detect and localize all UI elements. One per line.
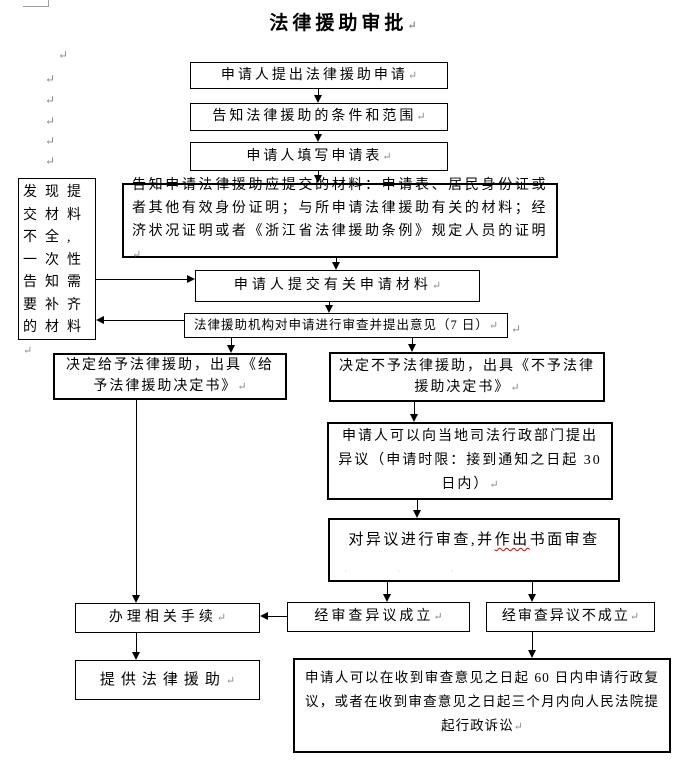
arrowhead xyxy=(413,510,421,518)
arrowhead xyxy=(132,652,140,660)
arrow-grant-to-procedures xyxy=(136,400,137,597)
paragraph-mark: ↵ xyxy=(513,721,523,733)
arrowhead xyxy=(325,305,333,313)
arrow-valid-to-procedures xyxy=(268,616,287,617)
arrowhead xyxy=(332,262,340,270)
paragraph-mark: ↵ xyxy=(237,381,247,393)
flow-box-submit-materials: 申请人提交有关申请材料↵ xyxy=(195,270,480,302)
paragraph-mark: ↵ xyxy=(45,72,56,86)
arrowhead xyxy=(314,134,322,142)
flow-box-materials-notice: 告知申请法律援助应提交的材料：申请表、居民身份证或者其他有效身份证明；与所申请法… xyxy=(122,178,558,261)
faint-second-line: · · · xyxy=(344,566,478,576)
flow-box-review-opinion: 法律援助机构对申请进行审查并提出意见（7 日）↵ xyxy=(184,313,508,338)
arrow-review-to-grant xyxy=(231,338,232,347)
paragraph-mark: ↵ xyxy=(488,320,499,332)
arrowhead xyxy=(528,650,536,658)
flow-box-handle-procedures: 办理相关手续↵ xyxy=(75,603,260,633)
paragraph-mark: ↵ xyxy=(629,611,640,623)
margin-corner-mark xyxy=(23,6,49,7)
arrow-incomplete-to-submit xyxy=(96,279,188,280)
paragraph-mark: ↵ xyxy=(489,479,499,491)
paragraph-mark: ↵ xyxy=(45,114,56,128)
paragraph-mark: ↵ xyxy=(407,69,418,82)
arrow-review-to-deny xyxy=(412,338,413,346)
arrowhead xyxy=(260,612,268,620)
flow-box-apply: 申请人提出法律援助申请↵ xyxy=(190,62,448,89)
arrow-inform-to-fillform xyxy=(318,131,319,136)
flow-box-incomplete-notice: 发现提交材料不全,一次性告知需要补齐的材料↵ xyxy=(18,178,96,357)
flow-box-objection-invalid: 经审查异议不成立↵ xyxy=(486,602,655,632)
paragraph-mark: ↵ xyxy=(416,111,426,123)
arrow-submit-to-review xyxy=(329,302,330,307)
flow-box-fill-form: 申请人填写申请表↵ xyxy=(190,142,448,171)
arrow-review-to-invalid xyxy=(532,582,533,596)
flow-box-objection: 申请人可以向当地司法行政部门提出异议（申请时限：接到通知之日起 30 日内）↵ xyxy=(327,422,613,500)
arrow-deny-to-objection xyxy=(414,402,415,416)
arrow-review-to-valid xyxy=(387,582,388,596)
arrowhead xyxy=(528,594,536,602)
flow-box-objection-valid: 经审查异议成立↵ xyxy=(287,602,470,632)
paragraph-mark: ↵ xyxy=(510,381,520,394)
paragraph-mark: ↵ xyxy=(216,612,227,624)
paragraph-mark: ↵ xyxy=(23,344,33,357)
arrowhead xyxy=(314,175,322,183)
flow-box-grant-aid: 决定给予法律援助，出具《给予法律援助决定书》↵ xyxy=(53,353,287,400)
paragraph-mark: ↵ xyxy=(132,249,142,261)
margin-corner-mark xyxy=(48,0,49,7)
page-title: 法律援助审批↵ xyxy=(269,13,417,34)
arrow-materials-to-submit xyxy=(336,258,337,264)
arrowhead xyxy=(408,344,416,352)
paragraph-mark: ↵ xyxy=(407,20,417,32)
flow-box-admin-remedy: 申请人可以在收到审查意见之日起 60 日内申请行政复议，或者在收到审查意见之日起… xyxy=(293,658,671,753)
arrowhead xyxy=(227,345,235,353)
flow-box-provide-aid: 提供法律援助↵ xyxy=(75,660,260,700)
paragraph-mark: ↵ xyxy=(511,322,522,336)
paragraph-mark: ↵ xyxy=(58,48,69,62)
paragraph-mark: ↵ xyxy=(45,134,56,148)
arrowhead xyxy=(410,414,418,422)
paragraph-mark: ↵ xyxy=(382,150,392,163)
paragraph-mark: ↵ xyxy=(225,674,236,687)
arrow-procedures-to-provide xyxy=(136,633,137,654)
flow-box-inform-conditions: 告知法律援助的条件和范围↵ xyxy=(190,103,448,131)
flow-box-objection-review: 对异议进行审查,并作出书面审查 · · · xyxy=(328,518,620,582)
arrowhead xyxy=(187,275,195,283)
arrowhead xyxy=(132,595,140,603)
arrow-review-to-incomplete xyxy=(104,320,184,321)
arrow-apply-to-inform xyxy=(318,89,319,97)
flow-box-deny-aid: 决定不予法律援助，出具《不予法律援助决定书》↵ xyxy=(329,352,605,402)
arrow-invalid-to-remedy xyxy=(532,632,533,652)
arrow-fillform-to-materials xyxy=(318,171,319,177)
paragraph-mark: ↵ xyxy=(433,611,443,623)
spellcheck-underlined-text: 作出 xyxy=(494,532,530,548)
paragraph-mark: ↵ xyxy=(45,154,56,168)
paragraph-mark: ↵ xyxy=(45,93,56,107)
arrow-objection-to-review xyxy=(417,500,418,512)
paragraph-mark: ↵ xyxy=(431,280,442,292)
arrowhead xyxy=(314,95,322,103)
arrowhead xyxy=(383,594,391,602)
arrowhead xyxy=(96,316,104,324)
